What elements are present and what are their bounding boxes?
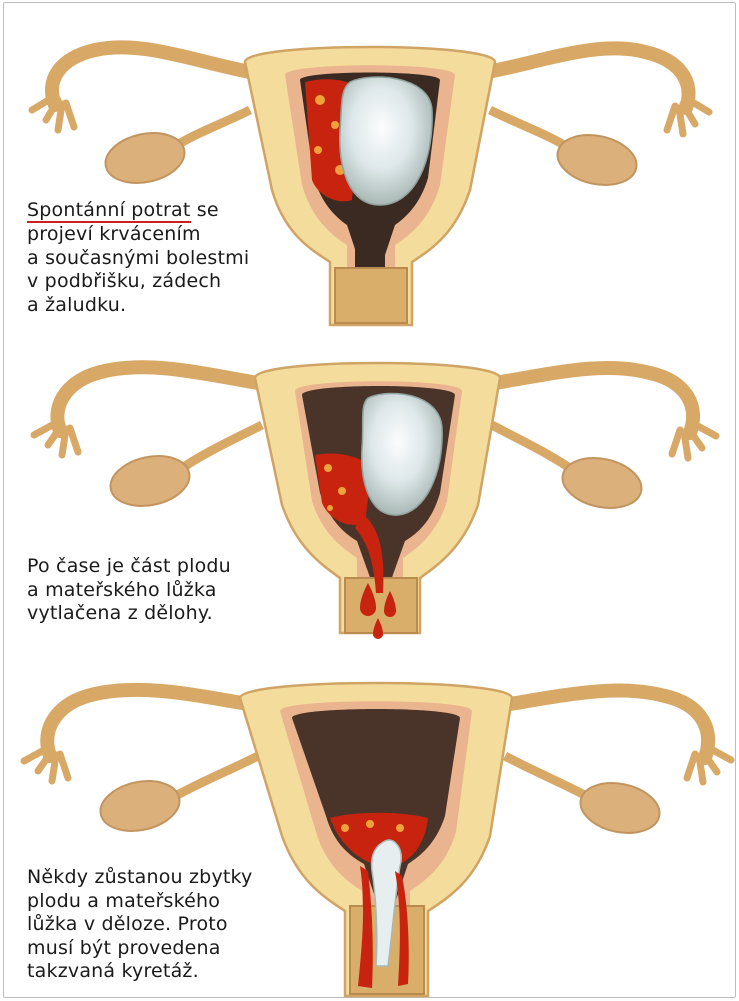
caption-stage-2: Po čase je část plodu a mateřského lůžka… bbox=[27, 555, 231, 626]
caption-stage-3: Někdy zůstanou zbytky plodu a mateřského… bbox=[27, 866, 253, 984]
fallopian-tube-right bbox=[510, 691, 731, 782]
stage-1-early-miscarriage: Spontánní potrat se projeví krvácením a … bbox=[0, 0, 739, 333]
ovary-left bbox=[101, 110, 250, 190]
stage-2-expulsion: Po čase je část plodu a mateřského lůžka… bbox=[0, 333, 739, 666]
ovary-left bbox=[106, 425, 262, 513]
ovary-right bbox=[505, 756, 664, 840]
ovary-right bbox=[492, 425, 646, 515]
ovary-left bbox=[96, 756, 258, 838]
stage-3-retained-tissue: Někdy zůstanou zbytky plodu a mateřského… bbox=[0, 666, 739, 999]
caption-stage-1: Spontánní potrat se projeví krvácením a … bbox=[27, 199, 249, 317]
fallopian-tube-left bbox=[24, 690, 248, 781]
fallopian-tube-left bbox=[32, 47, 250, 130]
ovary-right bbox=[490, 110, 641, 192]
term-spontaneous-abortion: Spontánní potrat bbox=[27, 200, 191, 223]
